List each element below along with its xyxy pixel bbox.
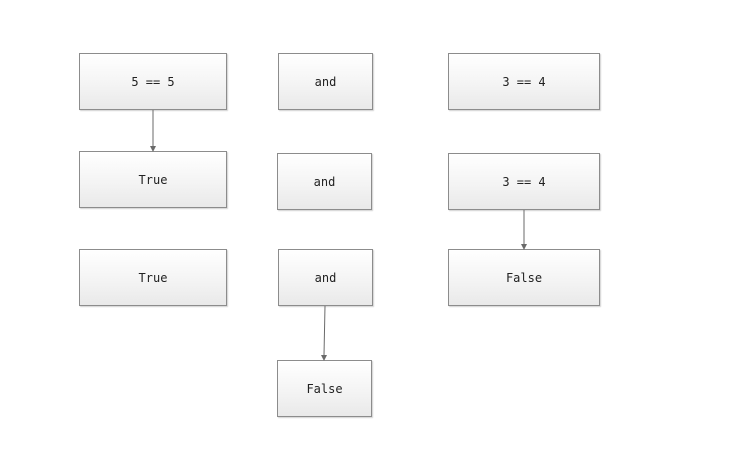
node-label: 3 == 4	[502, 174, 546, 189]
node-operator-and-1: and	[278, 53, 373, 110]
arrow-and-to-false	[321, 305, 327, 361]
node-result-false-2: False	[277, 360, 372, 417]
node-result-false-1: False	[448, 249, 600, 306]
node-label: 5 == 5	[131, 74, 175, 89]
arrow-3eq4-to-false	[521, 210, 527, 250]
arrow-5eq5-to-true	[150, 110, 156, 152]
node-label: and	[313, 174, 336, 189]
node-label: False	[306, 381, 343, 396]
node-label: 3 == 4	[502, 74, 546, 89]
node-operator-and-2: and	[277, 153, 372, 210]
node-label: True	[138, 172, 168, 187]
node-expression-5-eq-5: 5 == 5	[79, 53, 227, 110]
node-label: and	[314, 74, 337, 89]
node-label: False	[505, 270, 543, 285]
node-expression-3-eq-4-2: 3 == 4	[448, 153, 600, 210]
node-result-true-1: True	[79, 151, 227, 208]
node-result-true-2: True	[79, 249, 227, 306]
node-operator-and-3: and	[278, 249, 373, 306]
node-label: and	[314, 270, 337, 285]
node-label: True	[138, 270, 168, 285]
node-expression-3-eq-4-1: 3 == 4	[448, 53, 600, 110]
